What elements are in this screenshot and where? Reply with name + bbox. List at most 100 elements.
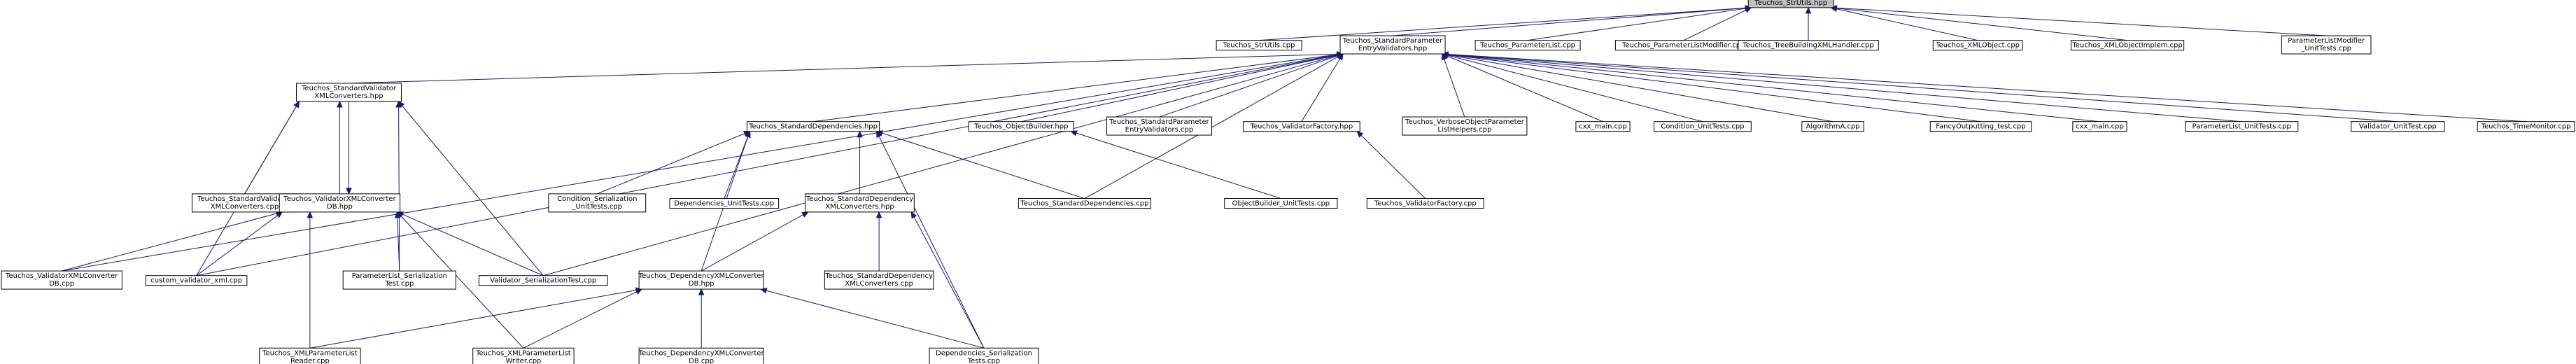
node-label: Dependencies_UnitTests.cpp <box>674 200 774 208</box>
node-cxx-main-cpp-b[interactable]: cxx_main.cpp <box>2072 121 2127 132</box>
node-validator-factory-hpp[interactable]: Teuchos_ValidatorFactory.hpp <box>1242 121 1360 132</box>
node-box <box>805 193 915 213</box>
node-std-validator-xml-converters-hpp[interactable]: Teuchos_StandardValidatorXMLConverters.h… <box>296 83 402 102</box>
edge-std-param-entry-validators-hpp-to-fancy-outputting-test-cpp <box>1441 51 1981 122</box>
edge-validator-xml-converter-db-hpp-to-std-validator-xml-converters-hpp <box>346 101 352 195</box>
node-label: Teuchos_ObjectBuilder.hpp <box>973 123 1068 131</box>
node-std-dependencies-hpp[interactable]: Teuchos_StandardDependencies.hpp <box>746 121 880 132</box>
edge-dependency-xml-converter-db-hpp-to-xml-parameter-list-writer-cpp <box>523 288 643 349</box>
node-label: Teuchos_ValidatorXMLConverter <box>283 195 396 203</box>
node-condition-unit-tests-cpp[interactable]: Condition_UnitTests.cpp <box>1654 121 1752 132</box>
node-validator-unit-test-cpp[interactable]: Validator_UnitTest.cpp <box>2351 121 2445 132</box>
node-object-builder-hpp[interactable]: Teuchos_ObjectBuilder.hpp <box>968 121 1074 132</box>
edge-line <box>543 55 1338 276</box>
node-verbose-object-param-list-helpers-cpp[interactable]: Teuchos_VerboseObjectParameterListHelper… <box>1402 116 1528 136</box>
edge-arrowhead <box>1744 7 1752 13</box>
node-box <box>968 121 1074 132</box>
node-strutils-cpp[interactable]: Teuchos_StrUtils.cpp <box>1216 40 1302 51</box>
node-label: AlgorithmA.cpp <box>1806 123 1860 131</box>
edge-arrowhead <box>801 211 809 218</box>
node-validator-serialization-test-cpp[interactable]: Validator_SerializationTest.cpp <box>478 275 608 286</box>
graph-edges <box>62 5 2526 349</box>
edge-line <box>1836 8 1978 41</box>
node-label: Teuchos_XMLParameterList <box>475 349 571 357</box>
node-label: Teuchos_XMLParameterList <box>262 349 358 357</box>
node-std-dependency-xml-converters-hpp[interactable]: Teuchos_StandardDependencyXMLConverters.… <box>805 193 915 213</box>
node-condition-serialization-unit-tests-cpp[interactable]: Condition_Serialization_UnitTests.cpp <box>548 193 647 213</box>
node-box <box>145 275 248 286</box>
node-tree-building-xml-handler-cpp[interactable]: Teuchos_TreeBuildingXMLHandler.cpp <box>1738 40 1879 51</box>
node-fancy-outputting-test-cpp[interactable]: FancyOutputting_test.cpp <box>1929 121 2032 132</box>
node-box <box>1242 121 1360 132</box>
node-label: ListHelpers.cpp <box>1437 126 1491 134</box>
node-box <box>259 347 361 364</box>
edge-line <box>1447 54 1981 122</box>
node-parameter-list-unit-tests-cpp[interactable]: ParameterList_UnitTests.cpp <box>2185 121 2299 132</box>
edge-std-param-entry-validators-hpp-to-time-monitor-cpp <box>1441 51 2526 122</box>
node-custom-validator-xml-cpp[interactable]: custom_validator_xml.cpp <box>145 275 248 286</box>
node-label: Condition_UnitTests.cpp <box>1661 123 1744 131</box>
edge-std-dependency-xml-converters-hpp-to-dependency-xml-converter-db-hpp <box>701 211 809 272</box>
node-box <box>669 198 780 209</box>
node-label: Teuchos_DependencyXMLConverter <box>638 272 765 280</box>
edge-arrowhead <box>397 100 405 108</box>
node-dependencies-unit-tests-cpp[interactable]: Dependencies_UnitTests.cpp <box>669 198 780 209</box>
edge-line <box>1447 55 1703 122</box>
edge-arrowhead <box>396 211 404 219</box>
node-algorithm-a-cpp[interactable]: AlgorithmA.cpp <box>1801 121 1864 132</box>
node-xml-object-implem-cpp[interactable]: Teuchos_XMLObjectImplem.cpp <box>2070 40 2185 51</box>
node-box <box>1474 40 1581 51</box>
edge-line <box>1447 54 2526 122</box>
node-std-dependency-xml-converters-cpp[interactable]: Teuchos_StandardDependencyXMLConverters.… <box>824 270 934 290</box>
node-box <box>2072 121 2127 132</box>
node-std-param-entry-validators-cpp[interactable]: Teuchos_StandardParameterEntryValidators… <box>1106 116 1212 136</box>
node-box <box>1018 198 1152 209</box>
node-box <box>1 270 122 290</box>
node-box <box>472 347 575 364</box>
node-time-monitor-cpp[interactable]: Teuchos_TimeMonitor.cpp <box>2477 121 2575 132</box>
node-parameter-list-modifier-unit-tests-cpp[interactable]: ParameterListModifier_UnitTests.cpp <box>2281 35 2372 55</box>
node-std-dependencies-cpp[interactable]: Teuchos_StandardDependencies.cpp <box>1018 198 1152 209</box>
node-box <box>1224 198 1338 209</box>
node-parameter-list-cpp[interactable]: Teuchos_ParameterList.cpp <box>1474 40 1581 51</box>
edge-std-param-entry-validators-hpp-to-std-dependencies-hpp <box>812 51 1344 122</box>
node-label: Test.cpp <box>384 280 414 288</box>
node-label: Teuchos_ParameterListModifier.cpp <box>1621 42 1745 50</box>
edge-dependency-xml-converter-db-hpp-to-dependency-xml-converter-db-cpp <box>698 288 705 349</box>
edge-line <box>1159 55 1338 118</box>
edge-line <box>1447 54 2398 122</box>
edge-line <box>1393 8 1746 36</box>
edge-line <box>309 289 637 349</box>
node-std-param-entry-validators-hpp[interactable]: Teuchos_StandardParameterEntryValidators… <box>1339 35 1446 55</box>
edge-line <box>1076 132 1281 200</box>
node-box <box>296 83 402 102</box>
node-validator-factory-cpp[interactable]: Teuchos_ValidatorFactory.cpp <box>1366 198 1484 209</box>
edge-arrowhead <box>745 130 751 139</box>
edge-line <box>62 213 277 272</box>
node-xml-object-cpp[interactable]: Teuchos_XMLObject.cpp <box>1932 40 2023 51</box>
node-parameter-list-modifier-cpp[interactable]: Teuchos_ParameterListModifier.cpp <box>1614 40 1752 51</box>
edge-validator-xml-converter-db-hpp-to-xml-parameter-list-reader-cpp <box>307 211 314 349</box>
node-cxx-main-cpp-a[interactable]: cxx_main.cpp <box>1575 121 1631 132</box>
node-strutils-hpp[interactable]: Teuchos_StrUtils.hpp <box>1747 0 1834 8</box>
edge-line <box>1447 54 2242 122</box>
edge-std-param-entry-validators-hpp-to-validator-factory-hpp <box>1301 52 1344 122</box>
node-label: Teuchos_StrUtils.hpp <box>1754 0 1827 7</box>
node-label: cxx_main.cpp <box>2076 123 2124 131</box>
edge-line <box>597 133 745 195</box>
node-parameter-list-serialization-test-cpp[interactable]: ParameterList_SerializationTest.cpp <box>342 270 456 290</box>
edge-line <box>402 214 544 276</box>
edge-line <box>196 215 279 276</box>
node-label: Teuchos_ValidatorFactory.hpp <box>1249 123 1353 131</box>
edge-arrowhead <box>275 211 283 218</box>
node-object-builder-unit-tests-cpp[interactable]: ObjectBuilder_UnitTests.cpp <box>1224 198 1338 209</box>
edge-line <box>882 132 1085 200</box>
